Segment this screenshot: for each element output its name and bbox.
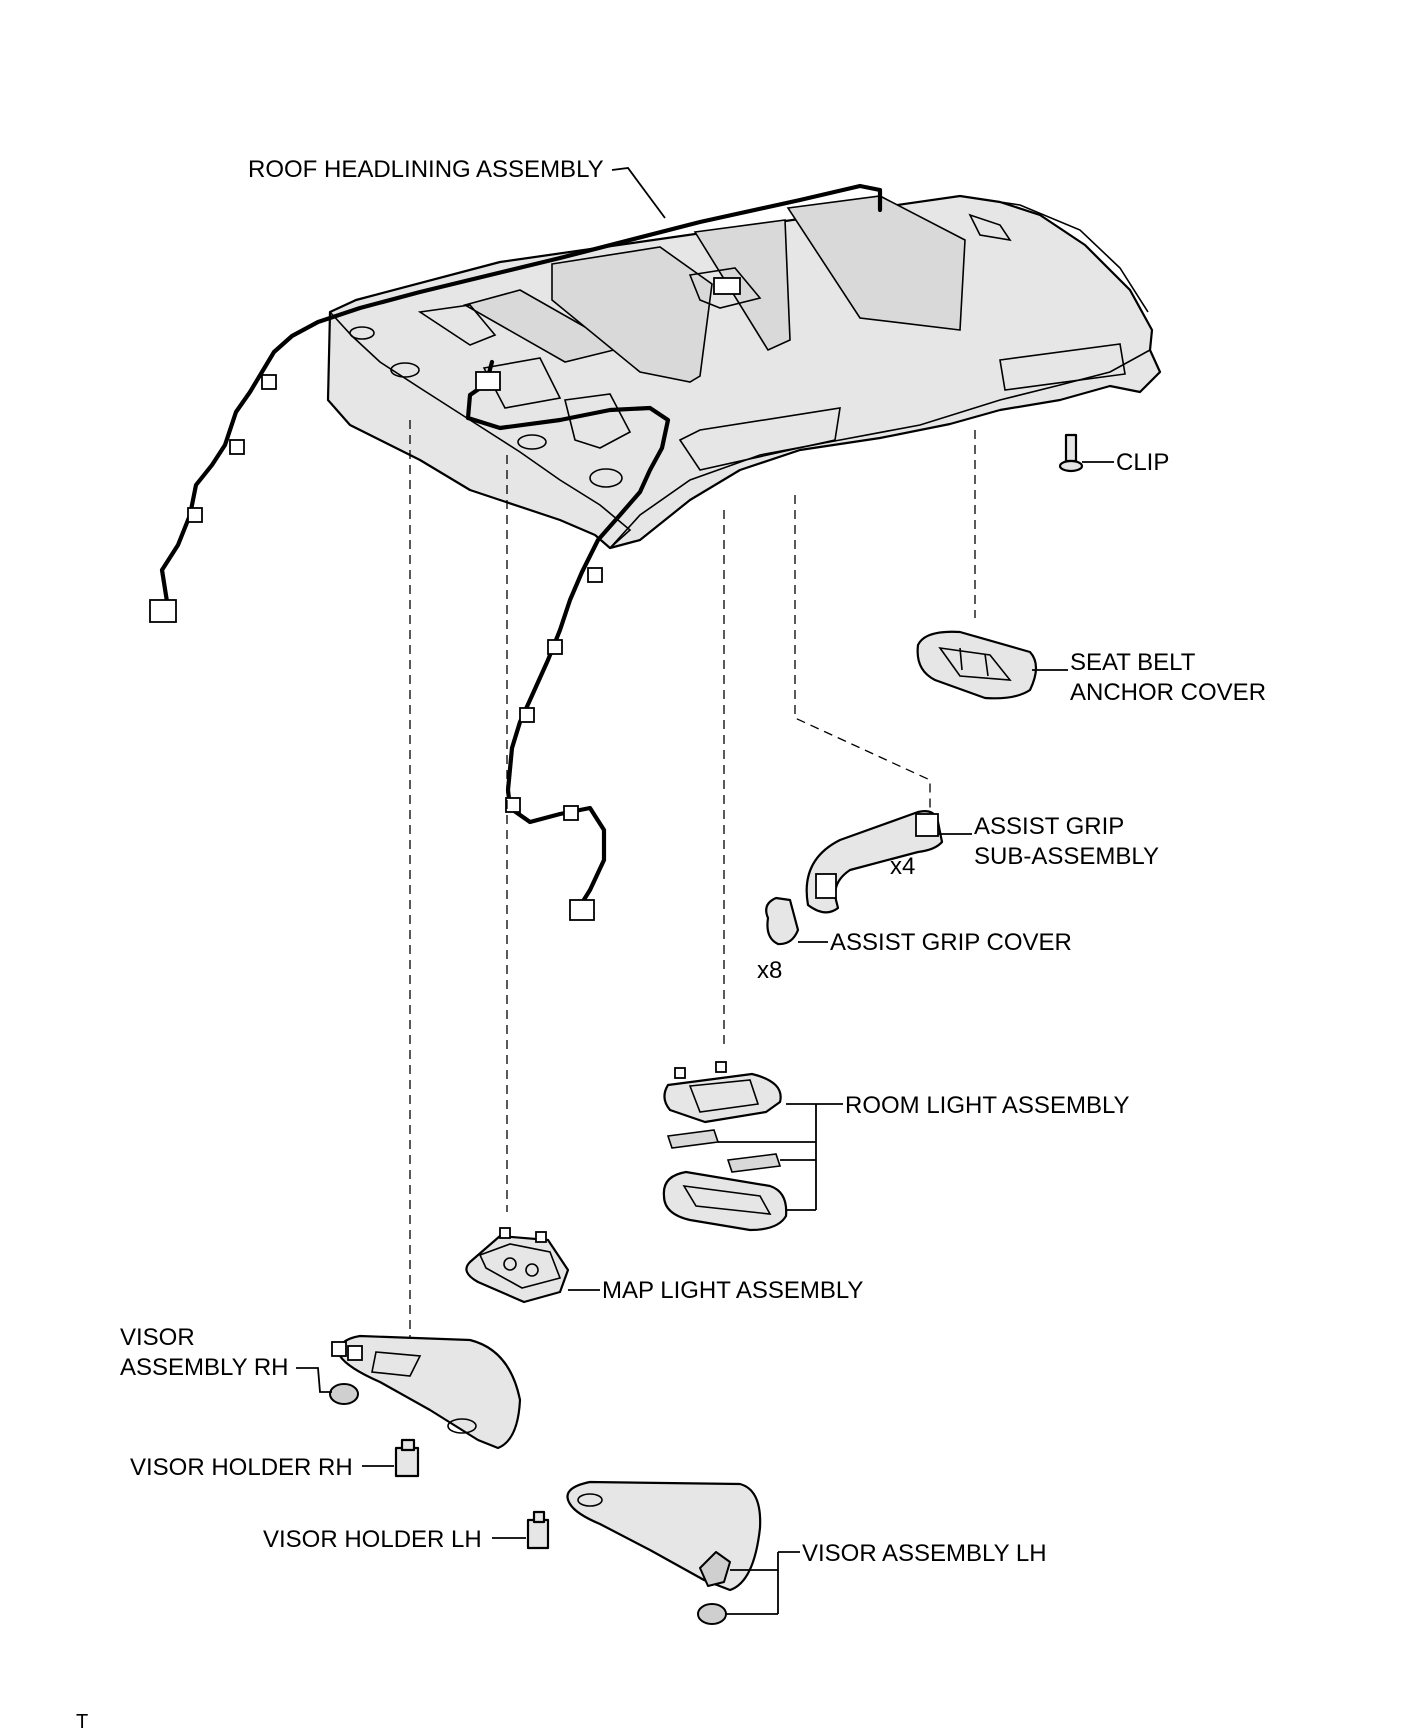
map-light-assembly bbox=[465, 1227, 570, 1304]
roof-headlining bbox=[326, 194, 1162, 550]
visor-assembly-rh bbox=[329, 1334, 522, 1450]
alignment-lines bbox=[409, 420, 976, 1350]
assist-grip-cover bbox=[765, 896, 800, 946]
seat-belt-label-line2: ANCHOR COVER bbox=[1070, 679, 1266, 706]
map-light-label: MAP LIGHT ASSEMBLY bbox=[602, 1277, 863, 1304]
visor-assembly-lh bbox=[566, 1480, 762, 1625]
assist-grip-label-line1: ASSIST GRIP bbox=[974, 813, 1124, 840]
assist-grip-cover-label: ASSIST GRIP COVER bbox=[830, 929, 1072, 956]
clip-part bbox=[1058, 433, 1084, 473]
assist-grip bbox=[805, 810, 944, 914]
corner-mark: T bbox=[76, 1711, 88, 1733]
room-light-assembly bbox=[662, 1061, 788, 1232]
roof-headlining-leader bbox=[611, 167, 666, 219]
visor-holder-rh-label: VISOR HOLDER RH bbox=[130, 1454, 353, 1481]
assist-grip-qty: x4 bbox=[890, 853, 915, 880]
assist-grip-cover-qty: x8 bbox=[757, 957, 782, 984]
room-light-label: ROOM LIGHT ASSEMBLY bbox=[845, 1092, 1130, 1119]
visor-rh-label-line2: ASSEMBLY RH bbox=[120, 1354, 289, 1381]
visor-rh-leader bbox=[296, 1367, 332, 1393]
visor-rh-label-line1: VISOR bbox=[120, 1324, 195, 1351]
roof-headlining-label: ROOF HEADLINING ASSEMBLY bbox=[248, 156, 604, 183]
wire-harness bbox=[149, 183, 883, 921]
seat-belt-anchor-cover bbox=[916, 630, 1038, 700]
seat-belt-label-line1: SEAT BELT bbox=[1070, 649, 1196, 676]
clip-label: CLIP bbox=[1116, 449, 1169, 476]
visor-holder-lh-label: VISOR HOLDER LH bbox=[263, 1526, 482, 1553]
room-light-leader bbox=[718, 1103, 843, 1211]
assist-grip-label-line2: SUB-ASSEMBLY bbox=[974, 843, 1159, 870]
visor-holder-lh bbox=[526, 1510, 550, 1550]
visor-lh-leader bbox=[726, 1551, 800, 1615]
visor-lh-label: VISOR ASSEMBLY LH bbox=[802, 1540, 1047, 1567]
visor-holder-rh bbox=[394, 1438, 420, 1478]
